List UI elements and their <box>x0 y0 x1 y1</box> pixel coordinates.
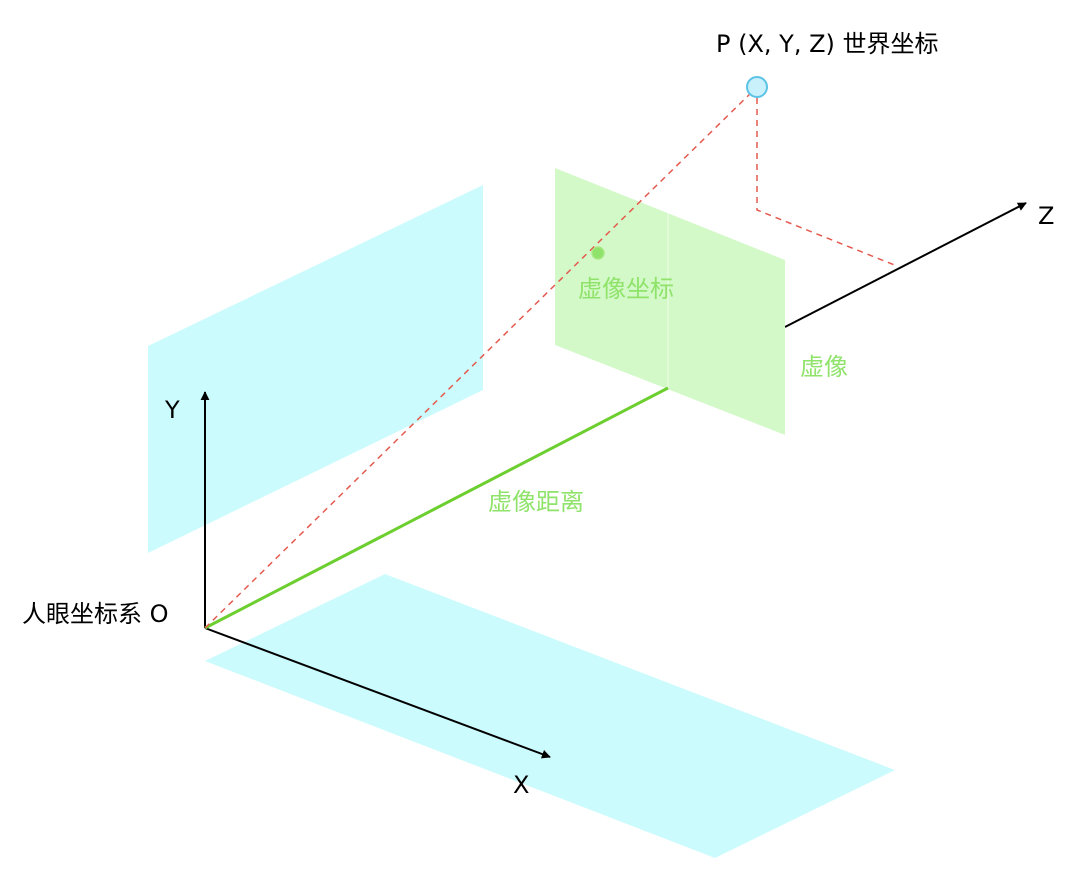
yz-plane <box>148 185 483 553</box>
y-axis-label: Y <box>164 396 180 424</box>
x-axis-label: X <box>513 771 529 799</box>
virtual-image-coord-label: 虚像坐标 <box>578 275 674 303</box>
z-axis-line <box>784 202 1027 328</box>
p-projection-dashed <box>756 87 898 267</box>
virtual-image-distance-line <box>204 386 669 630</box>
world-point-p <box>746 76 768 98</box>
virtual-image-distance-label: 虚像距离 <box>488 488 584 516</box>
virtual-image-plane <box>555 168 785 435</box>
z-axis-label: Z <box>1038 202 1054 230</box>
point-p-label: P (X, Y, Z) 世界坐标 <box>716 30 939 58</box>
sightline-dashed <box>204 86 758 629</box>
virtual-image-point <box>591 246 605 260</box>
virtual-image-label: 虚像 <box>800 353 848 381</box>
xz-ground-plane <box>205 574 895 858</box>
x-axis-line <box>204 627 551 759</box>
origin-label: 人眼坐标系 O <box>22 600 169 628</box>
